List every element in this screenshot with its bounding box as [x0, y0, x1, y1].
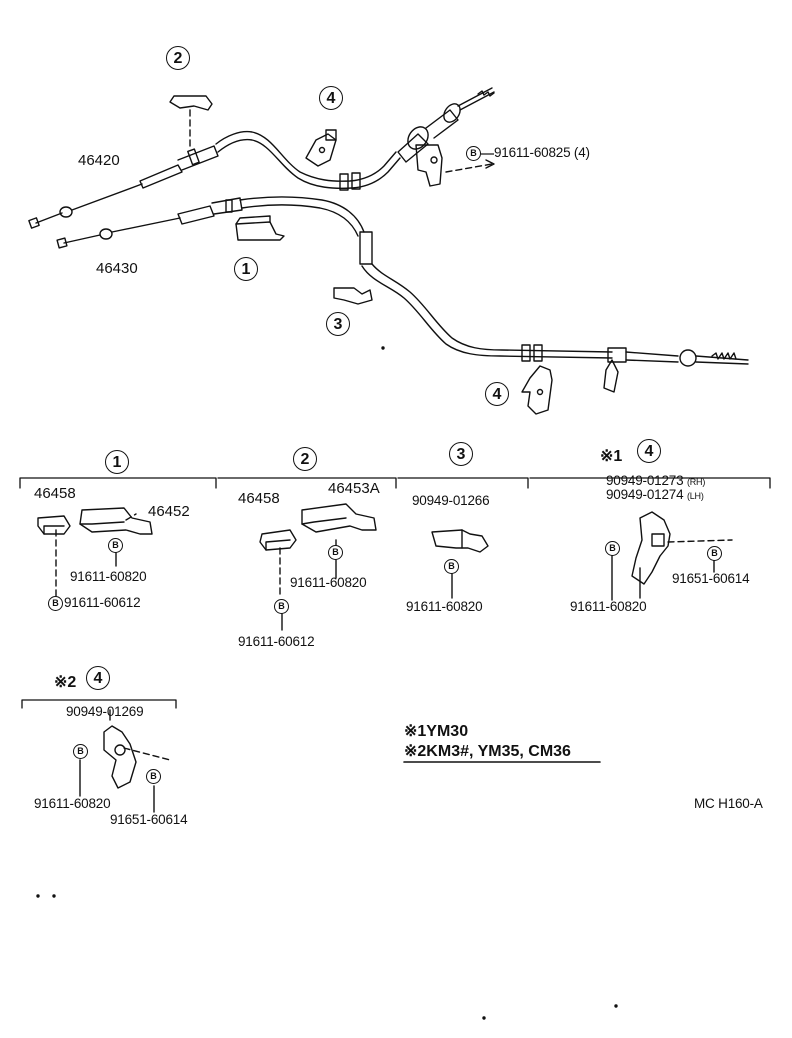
- callout-4-main-top: 4: [319, 86, 343, 110]
- g4a-part-rh-number: 90949-01273: [606, 473, 684, 488]
- bolt-icon: B: [466, 146, 481, 161]
- callout-4-group-b: 4: [86, 666, 110, 690]
- g3-bolt-1: 91611-60820: [406, 599, 483, 614]
- label-bolt-top: 91611-60825 (4): [494, 145, 590, 160]
- g4b-bolt-icon-1: B: [73, 744, 88, 759]
- g2-part-b: 46453A: [328, 480, 380, 497]
- callout-3-main: 3: [326, 312, 350, 336]
- g4b-bolt-icon-2: B: [146, 769, 161, 784]
- g4b-bolt-1: 91611-60820: [34, 796, 111, 811]
- figure-code: MC H160-A: [694, 796, 763, 811]
- callout-2-main: 2: [166, 46, 190, 70]
- label-46420: 46420: [78, 152, 120, 169]
- mark-1: ※1: [600, 448, 623, 465]
- group3-parts: [431, 529, 489, 599]
- g4a-bolt-icon-2: B: [707, 546, 722, 561]
- g4a-part-rh: 90949-01273 (RH): [606, 473, 705, 488]
- group1-parts: [37, 507, 153, 599]
- bracket-3-main: [333, 287, 373, 305]
- g2-bolt-icon-2: B: [274, 599, 289, 614]
- callout-4-main-bottom: 4: [485, 382, 509, 406]
- callout-2-group: 2: [293, 447, 317, 471]
- group2-parts: [259, 503, 377, 631]
- g4a-bolt-icon-1: B: [605, 541, 620, 556]
- g4a-lh-tag: (LH): [686, 491, 704, 501]
- bracket-2-main: [169, 95, 213, 151]
- g4a-bolt-1: 91611-60820: [570, 599, 647, 614]
- g1-part-a: 46458: [34, 485, 76, 502]
- g2-bolt-2: 91611-60612: [238, 634, 315, 649]
- callout-3-group: 3: [449, 442, 473, 466]
- bracket-1-main: [235, 215, 285, 241]
- g4b-bolt-2: 91651-60614: [110, 812, 188, 827]
- g1-bolt-2: 91611-60612: [64, 595, 141, 610]
- g4b-part-a: 90949-01269: [66, 704, 144, 719]
- bracket-4-main-top: [305, 129, 337, 167]
- g2-bolt-1: 91611-60820: [290, 575, 367, 590]
- callout-1-group: 1: [105, 450, 129, 474]
- callout-1-main: 1: [234, 257, 258, 281]
- g1-bolt-icon-2: B: [48, 596, 63, 611]
- g2-bolt-icon-1: B: [328, 545, 343, 560]
- note-1: ※1YM30: [404, 723, 469, 740]
- label-46430: 46430: [96, 260, 138, 277]
- group4b-parts: [79, 709, 171, 813]
- g1-part-b: 46452: [148, 503, 190, 520]
- leader-line: [481, 153, 494, 155]
- bracket-4-main-bottom: [521, 365, 553, 415]
- g4a-bolt-2: 91651-60614: [672, 571, 750, 586]
- g1-bolt-1: 91611-60820: [70, 569, 147, 584]
- g4a-rh-tag: (RH): [686, 477, 706, 487]
- g1-bolt-icon-1: B: [108, 538, 123, 553]
- g3-bolt-icon-1: B: [444, 559, 459, 574]
- callout-4-group-a: 4: [637, 439, 661, 463]
- cable-46430: [56, 196, 749, 393]
- note-2: ※2KM3#, YM35, CM36: [404, 743, 571, 760]
- g2-part-a: 46458: [238, 490, 280, 507]
- g4a-part-lh-number: 90949-01274: [606, 487, 684, 502]
- group4a-parts: [611, 511, 733, 601]
- g4a-part-lh: 90949-01274 (LH): [606, 487, 704, 502]
- cable-46420: [28, 87, 495, 229]
- g3-part-a: 90949-01266: [412, 493, 490, 508]
- mark-2: ※2: [54, 674, 77, 691]
- group-brackets: [19, 477, 771, 763]
